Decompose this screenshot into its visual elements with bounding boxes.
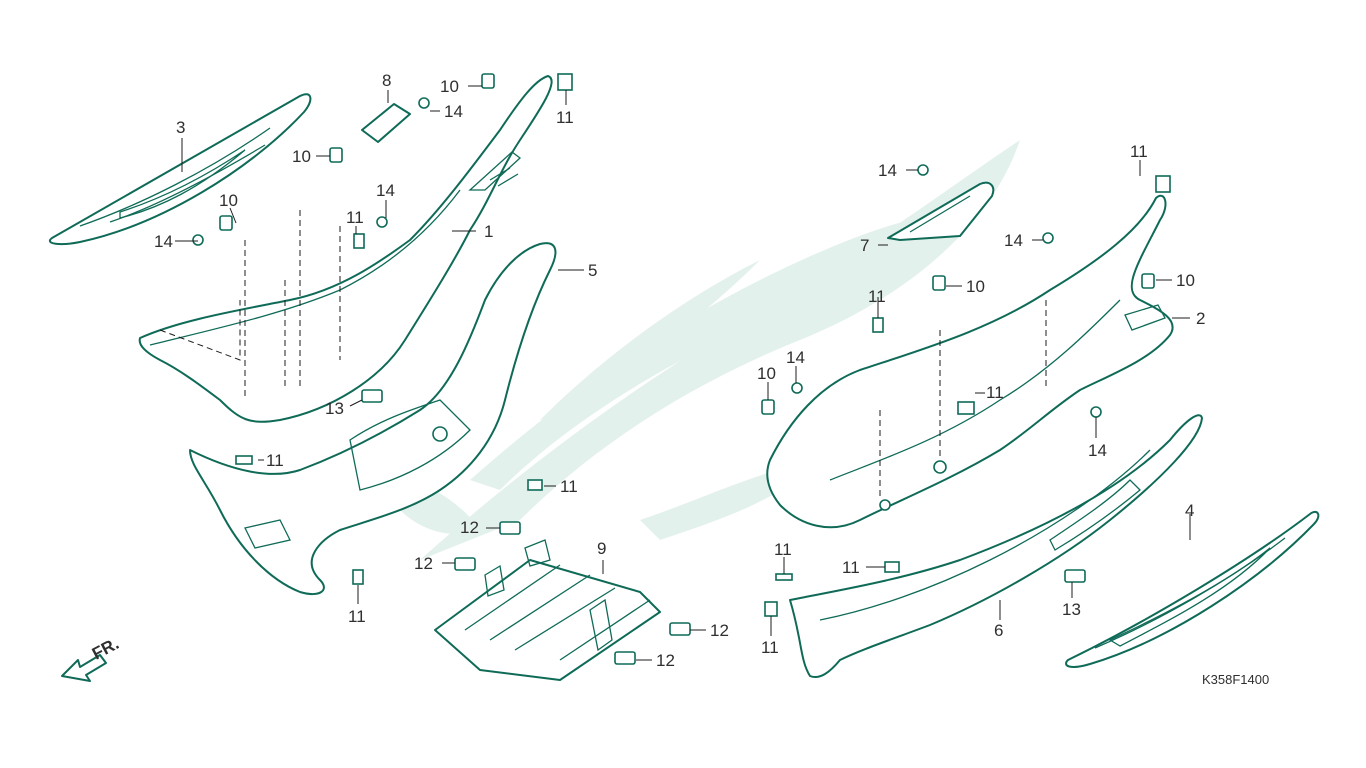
callout-5: 5 [588, 261, 597, 280]
part-8-pad [361, 103, 411, 143]
callout-10b: 10 [292, 147, 311, 166]
leader-lines [175, 85, 1191, 661]
callout-11b: 11 [346, 208, 364, 227]
background-watermark [390, 140, 1020, 560]
callout-4: 4 [1185, 501, 1194, 520]
part-7-small-cover [887, 181, 995, 241]
callout-10f: 10 [757, 364, 776, 383]
callout-11h: 11 [986, 383, 1004, 402]
callout-14g: 14 [1088, 441, 1107, 460]
part-3-trim-strip [49, 93, 312, 246]
callout-7: 7 [860, 236, 869, 255]
part-6-lower-side-panel [789, 414, 1203, 678]
callout-10c: 10 [219, 191, 238, 210]
assembly-guides [159, 210, 1047, 500]
callout-14a: 14 [444, 102, 463, 121]
callout-14b: 14 [376, 181, 395, 200]
callout-11c: 11 [266, 451, 284, 470]
front-direction-arrow: FR. [61, 634, 122, 682]
callout-8: 8 [382, 71, 391, 90]
callout-11e: 11 [348, 607, 366, 626]
callout-14e: 14 [1004, 231, 1023, 250]
callouts: 1 2 3 4 5 6 7 8 9 10 10 10 10 10 10 11 1… [154, 71, 1205, 670]
callout-10e: 10 [1176, 271, 1195, 290]
callout-11i: 11 [842, 558, 860, 577]
callout-9: 9 [597, 539, 606, 558]
part-9-floor-plate [434, 539, 661, 681]
callout-10d: 10 [966, 277, 985, 296]
diagram-code: K358F1400 [1202, 672, 1269, 687]
bolts [219, 73, 1155, 415]
callout-11g: 11 [868, 287, 886, 306]
callout-2: 2 [1196, 309, 1205, 328]
callout-6: 6 [994, 621, 1003, 640]
screws [192, 97, 1102, 418]
callout-11f: 11 [1130, 142, 1148, 161]
callout-13b: 13 [1062, 600, 1081, 619]
callout-11k: 11 [761, 638, 779, 657]
callout-12a: 12 [460, 518, 479, 537]
callout-14d: 14 [878, 161, 897, 180]
callout-13a: 13 [325, 399, 344, 418]
callout-11j: 11 [774, 540, 792, 559]
callout-12d: 12 [656, 651, 675, 670]
callout-1: 1 [484, 222, 493, 241]
callout-14c: 14 [154, 232, 173, 251]
part-2-side-cover-right [766, 194, 1174, 529]
callout-14f: 14 [786, 348, 805, 367]
part-4-trim-strip [1065, 510, 1320, 668]
clips [235, 73, 1171, 617]
callout-11d: 11 [560, 477, 578, 496]
callout-3: 3 [176, 118, 185, 137]
callout-10a: 10 [440, 77, 459, 96]
callout-12c: 12 [710, 621, 729, 640]
part-5-center-panel [189, 242, 557, 596]
callout-12b: 12 [414, 554, 433, 573]
callout-11a: 11 [556, 108, 574, 127]
